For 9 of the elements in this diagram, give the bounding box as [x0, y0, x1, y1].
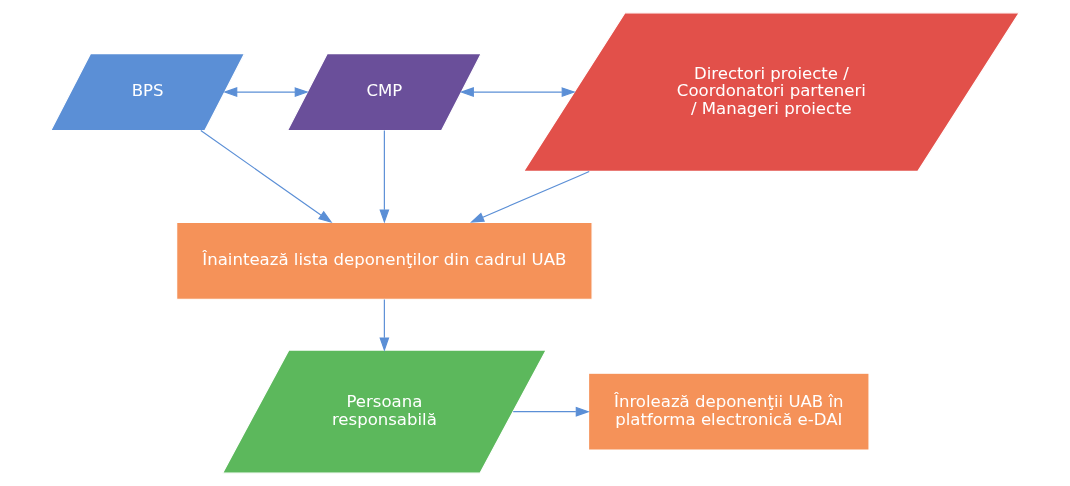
- arrow: [459, 87, 576, 98]
- arrow: [379, 130, 390, 224]
- arrow: [223, 87, 309, 98]
- node-box: Înaintează lista deponenţilor din cadrul UAB: [176, 221, 593, 300]
- arrow: [379, 298, 390, 352]
- arrow: [470, 170, 590, 223]
- node-box: Înrolează deponenţii UAB în platforma electronică e-DAI: [587, 372, 870, 451]
- arrow: [200, 130, 333, 224]
- arrow: [512, 406, 590, 417]
